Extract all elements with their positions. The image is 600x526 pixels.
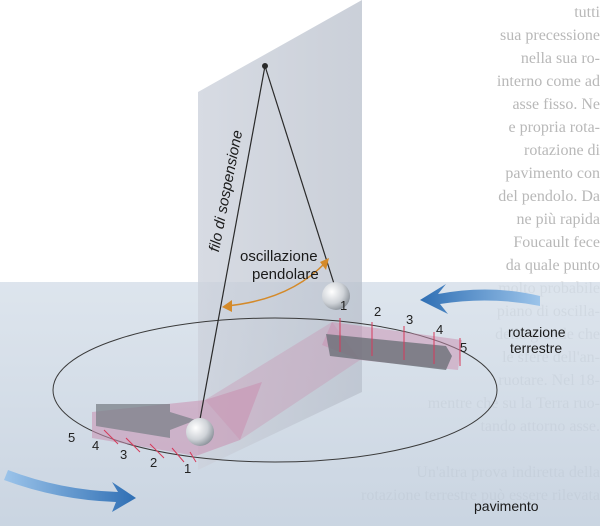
floor-label: pavimento	[474, 498, 539, 514]
background-text-line: e propria rota-	[508, 119, 600, 136]
background-text-line: asse fisso. Ne	[512, 96, 600, 113]
rotation-label-line2: terrestre	[510, 340, 563, 356]
rotation-arrow-bottom	[4, 470, 136, 512]
pivot-point	[262, 63, 268, 69]
background-text-line: nella sua ro-	[520, 50, 600, 67]
trace-band-center	[205, 322, 360, 440]
floor-ellipse	[52, 317, 498, 463]
suspension-wire-right	[264, 65, 337, 291]
background-text-line: tutti	[574, 4, 600, 21]
background-text-line: rotazione di	[524, 142, 600, 159]
grey-bar-left	[96, 404, 196, 438]
rotation-label-line1: rotazione	[508, 324, 566, 340]
marker-left-2: 2	[150, 455, 158, 470]
oscillation-arrowhead-right	[320, 258, 329, 270]
marker-left-5: 5	[68, 430, 76, 445]
marker-right-5: 5	[460, 340, 468, 355]
marker-right-4: 4	[436, 322, 444, 337]
oscillation-arrowhead-left	[222, 300, 232, 312]
rotation-arrow-top	[420, 284, 540, 314]
marker-left-3: 3	[120, 447, 128, 462]
suspension-wire-left	[197, 65, 266, 431]
oscillation-arrow	[225, 261, 327, 307]
background-text-line: ne più rapida	[516, 211, 600, 228]
marker-right-1: 1	[340, 298, 348, 313]
pendulum-bob-right	[322, 282, 350, 310]
grey-bar-right	[326, 334, 452, 370]
oscillation-label-line2: pendolare	[252, 266, 319, 283]
oscillation-label-line1: oscillazione	[240, 248, 318, 265]
background-text-line: interno come ad	[496, 73, 600, 90]
marker-left-4: 4	[92, 438, 100, 453]
background-text-line: sua precessione	[500, 27, 600, 44]
background-text-line: pavimento con	[505, 165, 600, 182]
marker-right-2: 2	[374, 304, 382, 319]
oscillation-plane	[198, 0, 362, 470]
background-text-line: del pendolo. Da	[498, 188, 600, 205]
marker-left-1: 1	[184, 461, 192, 476]
pendulum-bob-left	[186, 418, 214, 446]
marker-right-3: 3	[406, 312, 414, 327]
background-text-line: Foucault fece	[513, 234, 600, 251]
marker-ticks	[103, 318, 461, 463]
background-text-line: da quale punto	[505, 257, 600, 274]
